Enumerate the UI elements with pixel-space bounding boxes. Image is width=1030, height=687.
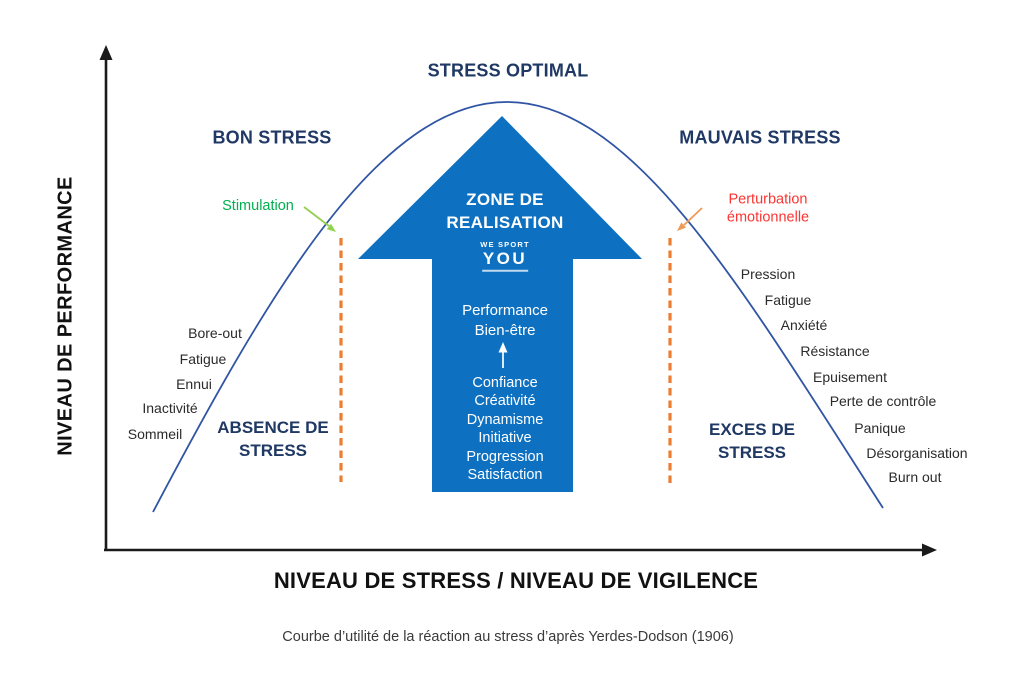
realisation-lower-items: Confiance Créativité Dynamisme Initiativ… (466, 374, 543, 484)
right-curve-word: Burn out (888, 469, 942, 485)
left-curve-word: Fatigue (179, 351, 227, 367)
realisation-item: Initiative (478, 430, 532, 446)
realisation-item: Dynamisme (466, 411, 544, 428)
zone-label-exces-de-stress: EXCES DE STRESS (709, 418, 795, 464)
performance-curve (152, 101, 884, 513)
caption: Courbe d’utilité de la réaction au stres… (282, 629, 734, 645)
realisation-zone-title: ZONE DE REALISATION (446, 188, 563, 234)
right-curve-word: Fatigue (764, 292, 812, 308)
realisation-title-line: ZONE DE (466, 190, 544, 209)
zone-label-line: EXCES DE (709, 420, 795, 439)
annotation-perturbation: Perturbation émotionnelle (727, 192, 809, 227)
perturbation-arrowhead-icon (677, 222, 686, 231)
realisation-item: Progression (466, 448, 544, 465)
right-curve-word: Pression (740, 266, 796, 282)
logo-text-bottom: YOU (482, 248, 528, 268)
annotation-stimulation: Stimulation (222, 198, 294, 214)
realisation-zone-arrow (358, 116, 642, 492)
annotation-line: Perturbation (728, 191, 808, 208)
realisation-upper-items: Performance Bien-être (462, 301, 548, 341)
y-axis-label: NIVEAU DE PERFORMANCE (54, 176, 77, 456)
realisation-item: Confiance (472, 374, 538, 391)
inner-up-arrowhead-icon (498, 342, 508, 353)
right-curve-word: Epuisement (813, 369, 887, 385)
zone-label-absence-de-stress: ABSENCE DE STRESS (217, 416, 328, 462)
right-curve-word: Panique (854, 420, 906, 436)
logo-tagline-bar (481, 269, 528, 272)
realisation-item: Satisfaction (467, 466, 543, 483)
zone-label-mauvais-stress: MAUVAIS STRESS (679, 127, 841, 148)
realisation-item: Créativité (474, 393, 536, 410)
stimulation-arrowhead-icon (326, 223, 336, 232)
right-curve-word: Résistance (800, 343, 870, 359)
realisation-item: Performance (462, 302, 548, 319)
x-axis-arrowhead-icon (922, 543, 937, 557)
x-axis-label: NIVEAU DE STRESS / NIVEAU DE VIGILENCE (273, 568, 759, 593)
zone-label-bon-stress: BON STRESS (212, 127, 332, 148)
zone-label-stress-optimal: STRESS OPTIMAL (427, 60, 589, 81)
zone-label-line: STRESS (717, 443, 787, 462)
left-curve-word: Sommeil (127, 426, 183, 442)
logo-text-top: WE SPORT (480, 239, 530, 249)
right-curve-word: Perte de contrôle (829, 393, 937, 409)
annotation-line: émotionnelle (726, 209, 810, 225)
left-curve-word: Bore-out (188, 325, 242, 341)
left-curve-word: Ennui (176, 376, 212, 392)
y-axis-arrowhead-icon (99, 45, 113, 60)
zone-label-line: ABSENCE DE (217, 418, 329, 437)
perturbation-arrow-icon (683, 207, 703, 226)
realisation-title-line: REALISATION (446, 213, 564, 232)
right-curve-word: Désorganisation (866, 445, 968, 461)
we-sport-you-logo: WE SPORT YOU (480, 241, 530, 272)
zone-label-line: STRESS (238, 441, 308, 460)
left-curve-word: Inactivité (142, 400, 198, 416)
realisation-item: Bien-être (474, 322, 536, 339)
stimulation-arrow-icon (303, 206, 330, 227)
right-curve-word: Anxiété (780, 317, 828, 333)
